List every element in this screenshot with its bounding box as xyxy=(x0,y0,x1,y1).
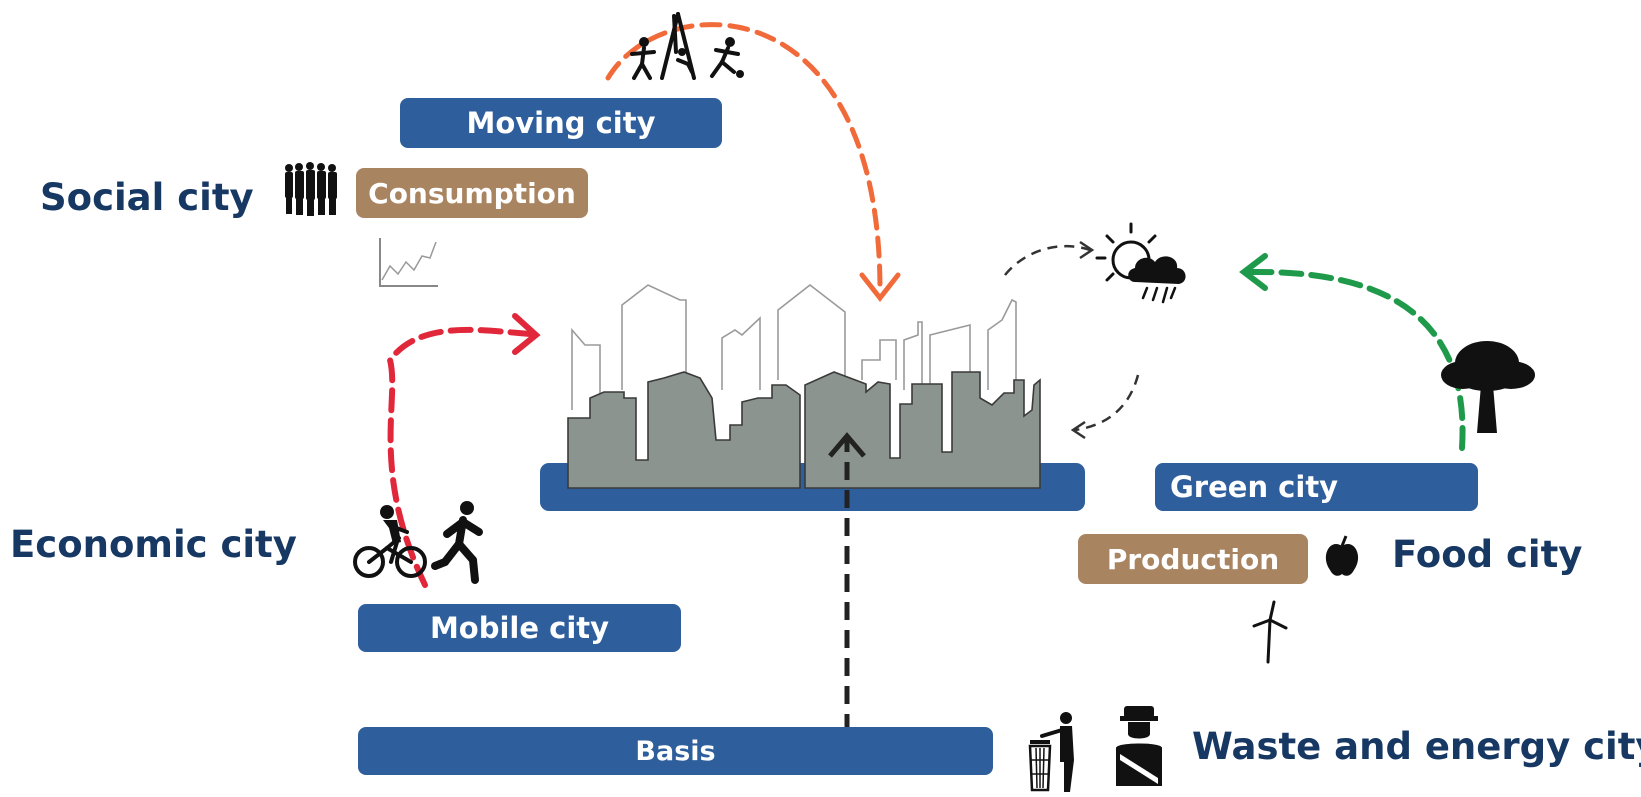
production-label: Production xyxy=(1106,542,1280,576)
waste-energy-city-heading: Waste and energy city xyxy=(1192,725,1641,768)
consumption-label: Consumption xyxy=(368,176,576,210)
food-city-heading: Food city xyxy=(1392,533,1583,576)
green-city-bar: Green city xyxy=(1155,463,1478,511)
basis-bar: Basis xyxy=(358,727,993,775)
crowd-icon xyxy=(285,162,337,216)
social-city-heading: Social city xyxy=(40,176,254,219)
consumption-bar: Consumption xyxy=(356,168,588,218)
skyline-buildings xyxy=(567,371,1041,489)
playground-icon xyxy=(630,12,744,80)
weather-icon xyxy=(1095,222,1186,304)
cyclist-icon xyxy=(353,505,427,578)
basis-label: Basis xyxy=(635,735,716,767)
apple-icon xyxy=(1325,535,1359,576)
arrow-red xyxy=(386,326,533,588)
chart-icon xyxy=(379,238,438,287)
trash-can-icon xyxy=(1028,712,1074,792)
green-city-label: Green city xyxy=(1170,470,1339,504)
economic-city-heading: Economic city xyxy=(10,523,297,566)
moving-city-bar: Moving city xyxy=(400,98,722,148)
arrow-green xyxy=(1247,268,1466,451)
wind-turbine-icon xyxy=(1252,600,1288,664)
mobile-city-bar: Mobile city xyxy=(358,604,681,652)
runner-icon xyxy=(431,501,483,584)
production-bar: Production xyxy=(1078,534,1308,584)
mobile-city-label: Mobile city xyxy=(429,611,610,645)
skyline-icon xyxy=(571,283,1017,410)
arrow-weather-in xyxy=(1004,244,1091,276)
tree-icon xyxy=(1441,341,1535,433)
moving-city-label: Moving city xyxy=(466,106,656,140)
police-icon xyxy=(1116,706,1162,786)
arrow-weather-out xyxy=(1074,374,1140,432)
arrow-orange xyxy=(605,22,883,293)
